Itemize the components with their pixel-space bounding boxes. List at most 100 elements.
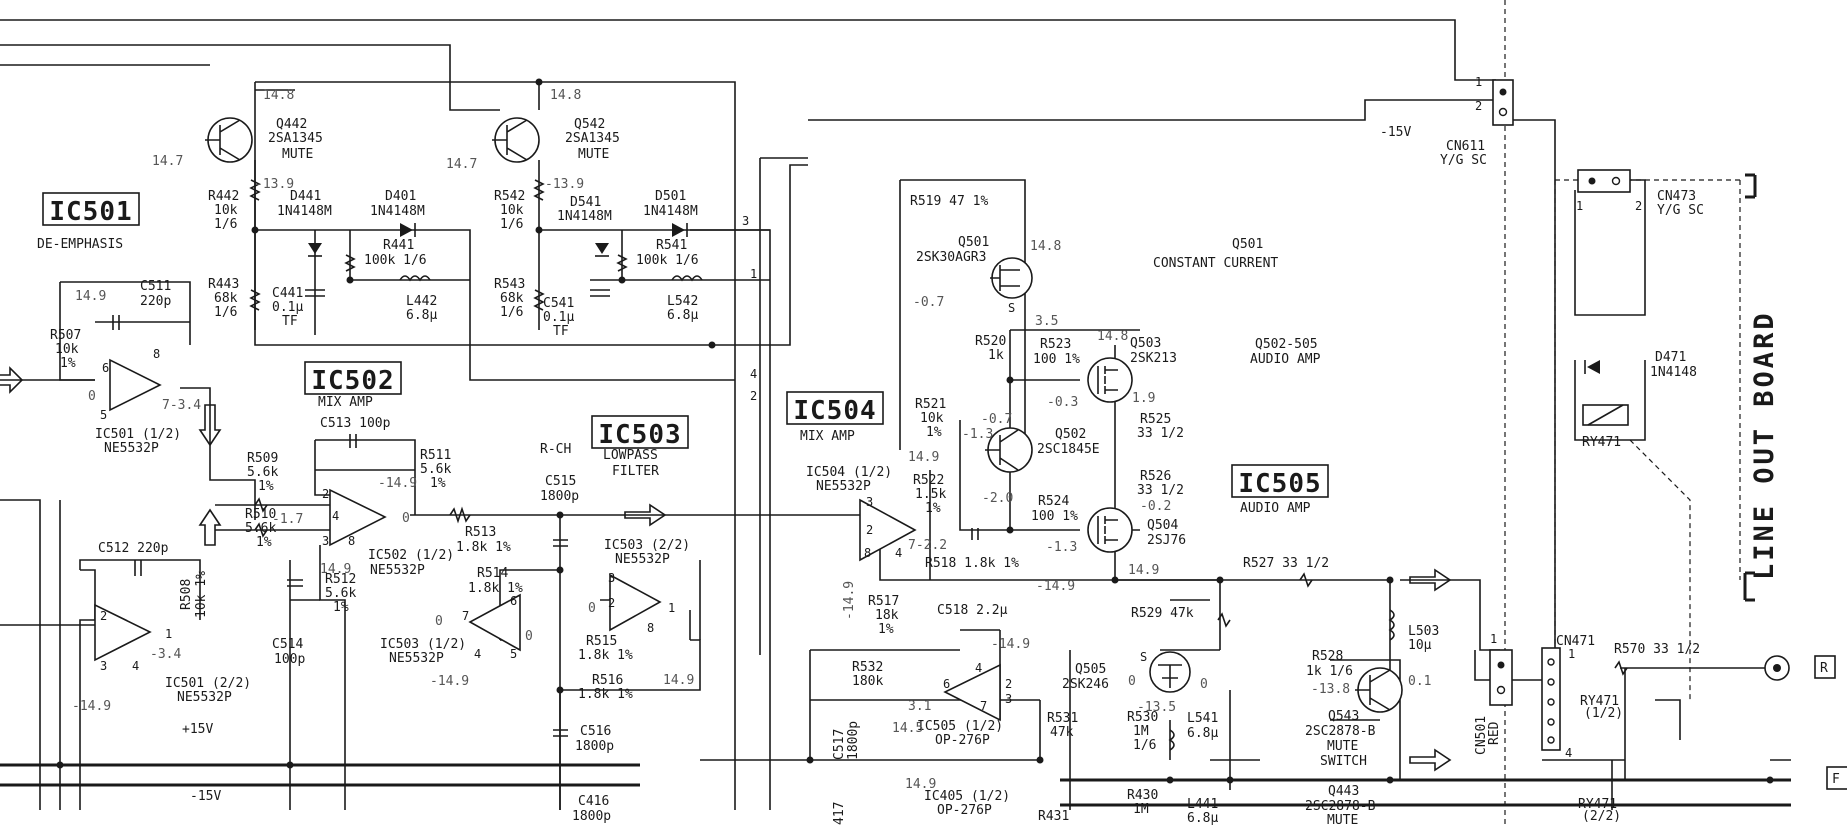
voltage: -14.9: [72, 699, 111, 714]
voltage: 0: [88, 389, 96, 404]
r516-b: 1.8k 1%: [578, 687, 633, 702]
pin-ic501b-2: 2: [100, 609, 107, 623]
voltage: 0: [525, 629, 533, 644]
r514-b: 1.8k 1%: [468, 581, 523, 596]
pin-ic505-2: 2: [1005, 677, 1012, 691]
q442-fn: MUTE: [282, 147, 313, 162]
c441-b: 0.1μ: [272, 300, 303, 315]
c511-b: 220p: [140, 294, 171, 309]
voltage: 14.8: [550, 88, 581, 103]
l503-a: L503: [1408, 624, 1439, 639]
c441-a: C441: [272, 286, 303, 301]
pin-box-1: 1: [750, 267, 757, 281]
c516-a: C516: [580, 724, 611, 739]
voltage: 14.9: [905, 777, 936, 792]
pin-ic503a-7: 7: [462, 609, 469, 623]
voltage: 14.7: [152, 154, 183, 169]
opamp-ic503b: [609, 573, 662, 632]
pin-box-2: 2: [750, 389, 757, 403]
r541-b: 100k 1/6: [636, 253, 699, 268]
r523-a: R523: [1040, 337, 1071, 352]
q505-part: 2SK246: [1062, 677, 1109, 692]
r521-b: 10k: [920, 411, 944, 426]
r531-b: 47k: [1050, 725, 1074, 740]
voltage: -1.7: [272, 512, 303, 527]
cn611-b: Y/G SC: [1440, 153, 1487, 168]
voltage: -14.9: [991, 637, 1030, 652]
q505-name: Q505: [1075, 662, 1106, 677]
ic502-a: IC502 (1/2): [368, 548, 454, 563]
q542-name: Q542: [574, 117, 605, 132]
l541-b: 6.8μ: [1187, 726, 1218, 741]
pin-ic501b-3: 3: [100, 659, 107, 673]
voltage: 0: [588, 601, 596, 616]
ic505-label: IC505: [1238, 469, 1321, 499]
r530-b: 1M: [1133, 724, 1149, 739]
transistor-q501: [990, 257, 1033, 299]
r543-a: R543: [494, 277, 525, 292]
q502-505-name: Q502-505: [1255, 337, 1318, 352]
q443-fn: MUTE: [1327, 813, 1358, 825]
q504-name: Q504: [1147, 518, 1178, 533]
pin-ic503b-2: 2: [608, 596, 615, 610]
transistor-q543: [1355, 667, 1403, 713]
q502-part: 2SC1845E: [1037, 442, 1100, 457]
l541-a: L541: [1187, 711, 1218, 726]
opamp-ic502: [329, 488, 387, 547]
pin-ic503a-4: 4: [474, 647, 481, 661]
q543-name: Q543: [1328, 709, 1359, 724]
ic405-part-b: OP-276P: [937, 803, 992, 818]
voltage: 14.8: [1097, 329, 1128, 344]
signal-arrows: [0, 366, 1452, 772]
r541-a: R541: [656, 238, 687, 253]
q443-part: 2SC2878-B: [1305, 799, 1376, 814]
voltage: 1.9: [1132, 391, 1155, 406]
ic-box-ic503: IC503: [591, 415, 689, 450]
board-label-text: LINE OUT BOARD: [1749, 310, 1780, 580]
r507-a: R507: [50, 328, 81, 343]
c417: 417: [832, 802, 847, 825]
pin-ic502-4: 4: [332, 509, 339, 523]
r528-a: R528: [1312, 649, 1343, 664]
ic501b-b: NE5532P: [177, 690, 232, 705]
r510-c: 1%: [256, 535, 272, 550]
opamp-ic501a: [109, 358, 162, 412]
r523-b: 100 1%: [1033, 352, 1080, 367]
cn611-a: CN611: [1446, 139, 1485, 154]
voltage: 0: [402, 511, 410, 526]
ic502-b: NE5532P: [370, 563, 425, 578]
voltage: -0.2: [1140, 499, 1171, 514]
ic505-part-a: IC505 (1/2): [917, 719, 1003, 734]
q503-name: Q503: [1130, 336, 1161, 351]
r441-a: R441: [383, 238, 414, 253]
r517-a: R517: [868, 594, 899, 609]
ic501a-a: IC501 (1/2): [95, 427, 181, 442]
board-label: LINE OUT BOARD: [1743, 173, 1780, 602]
voltage: -1.3: [1046, 540, 1077, 555]
voltage: 14.9: [75, 289, 106, 304]
r510-a: R510: [245, 507, 276, 522]
q542-fn: MUTE: [578, 147, 609, 162]
terminal-f: F: [1832, 772, 1840, 787]
pin-ic504-8: 8: [864, 546, 871, 560]
ry471: RY471: [1582, 435, 1621, 450]
l442-a: L442: [406, 294, 437, 309]
terminal-r: R: [1820, 661, 1828, 676]
r542-c: 1/6: [500, 217, 523, 232]
r519: R519 47 1%: [910, 194, 988, 209]
rail-m15: -15V: [1380, 125, 1411, 140]
l542-b: 6.8μ: [667, 308, 698, 323]
pin-cn473-1: 1: [1576, 199, 1583, 213]
r442-a: R442: [208, 189, 239, 204]
ic504-desc: MIX AMP: [800, 429, 855, 444]
voltage: -14.9: [1036, 579, 1075, 594]
pin-ic501-8: 8: [153, 347, 160, 361]
voltage: -2.0: [982, 491, 1013, 506]
c512: C512 220p: [98, 541, 169, 556]
r441-b: 100k 1/6: [364, 253, 427, 268]
pin-ic501-6: 6: [102, 361, 109, 375]
pin-ic505-7: 7: [980, 699, 987, 713]
c541-b: 0.1μ: [543, 310, 574, 325]
voltage: -14.9: [378, 476, 417, 491]
q503-part: 2SK213: [1130, 351, 1177, 366]
